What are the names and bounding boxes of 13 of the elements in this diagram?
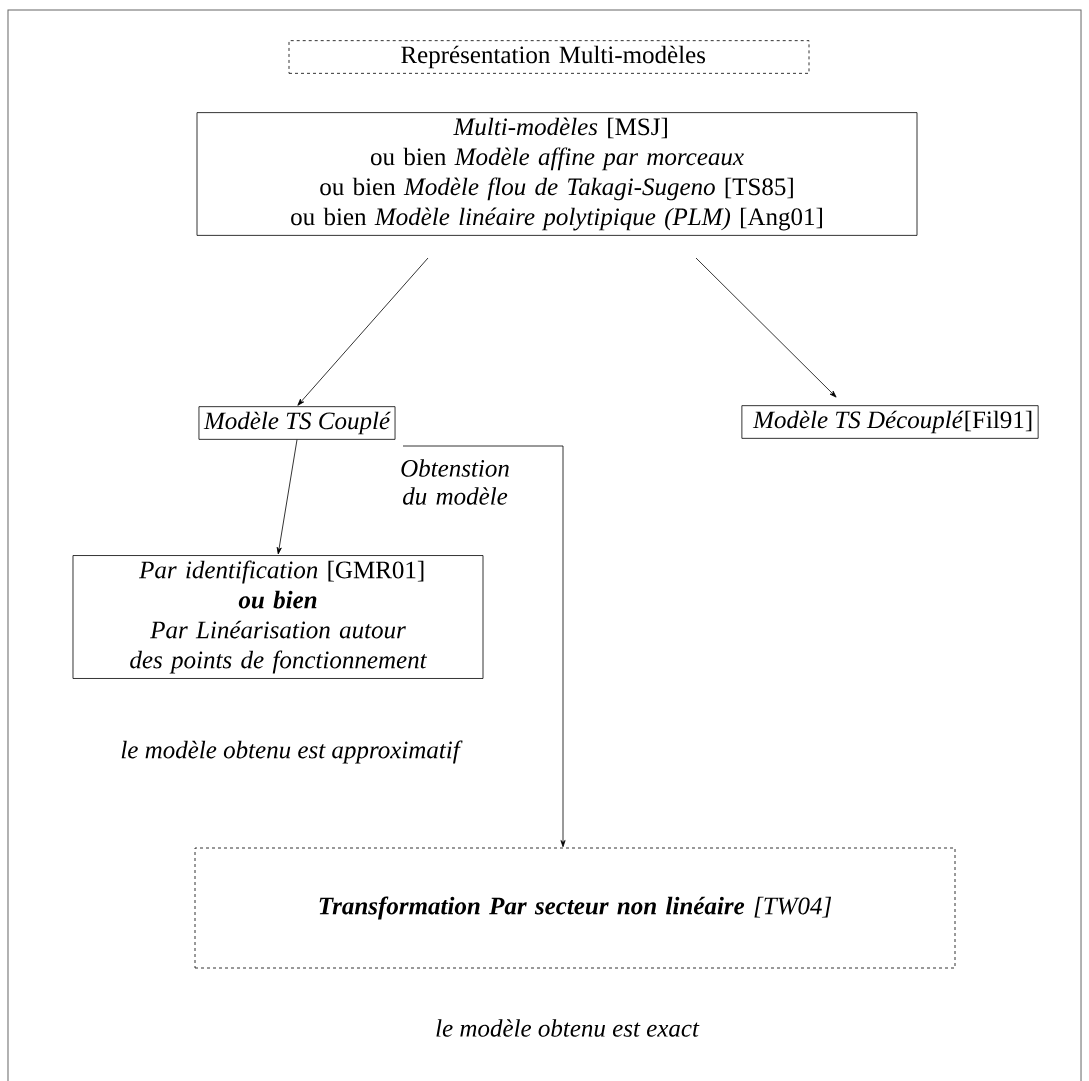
edge-label: Obtenstion du modèle <box>401 459 509 505</box>
arrow <box>402 445 566 848</box>
caption-text: le modèle obtenu est approximatif <box>121 740 463 764</box>
result-box: Transformation Par secteur non linéaire [TW04] <box>194 847 956 969</box>
caption-text: le modèle obtenu est exact <box>436 1019 700 1037</box>
process-box: Par identification [GMR01] ou bien Par Linéarisation autour des points de fonctionnement <box>72 555 484 679</box>
process-box: Modèle TS Découplé[Fil91] <box>741 405 1039 439</box>
arrow <box>695 257 837 398</box>
arrow <box>276 439 298 555</box>
arrow <box>297 257 429 406</box>
process-box: Multi-modèles [MSJ] ou bien Modèle affine par morceaux ou bien Modèle flou de Takagi-Sugeno [TS85] ou bien Modèle linéaire polytipique (PLM) [Ang01] <box>196 112 918 236</box>
process-box: Modèle TS Couplé <box>198 406 396 440</box>
title-box: Représentation Multi-modèles <box>288 40 810 74</box>
